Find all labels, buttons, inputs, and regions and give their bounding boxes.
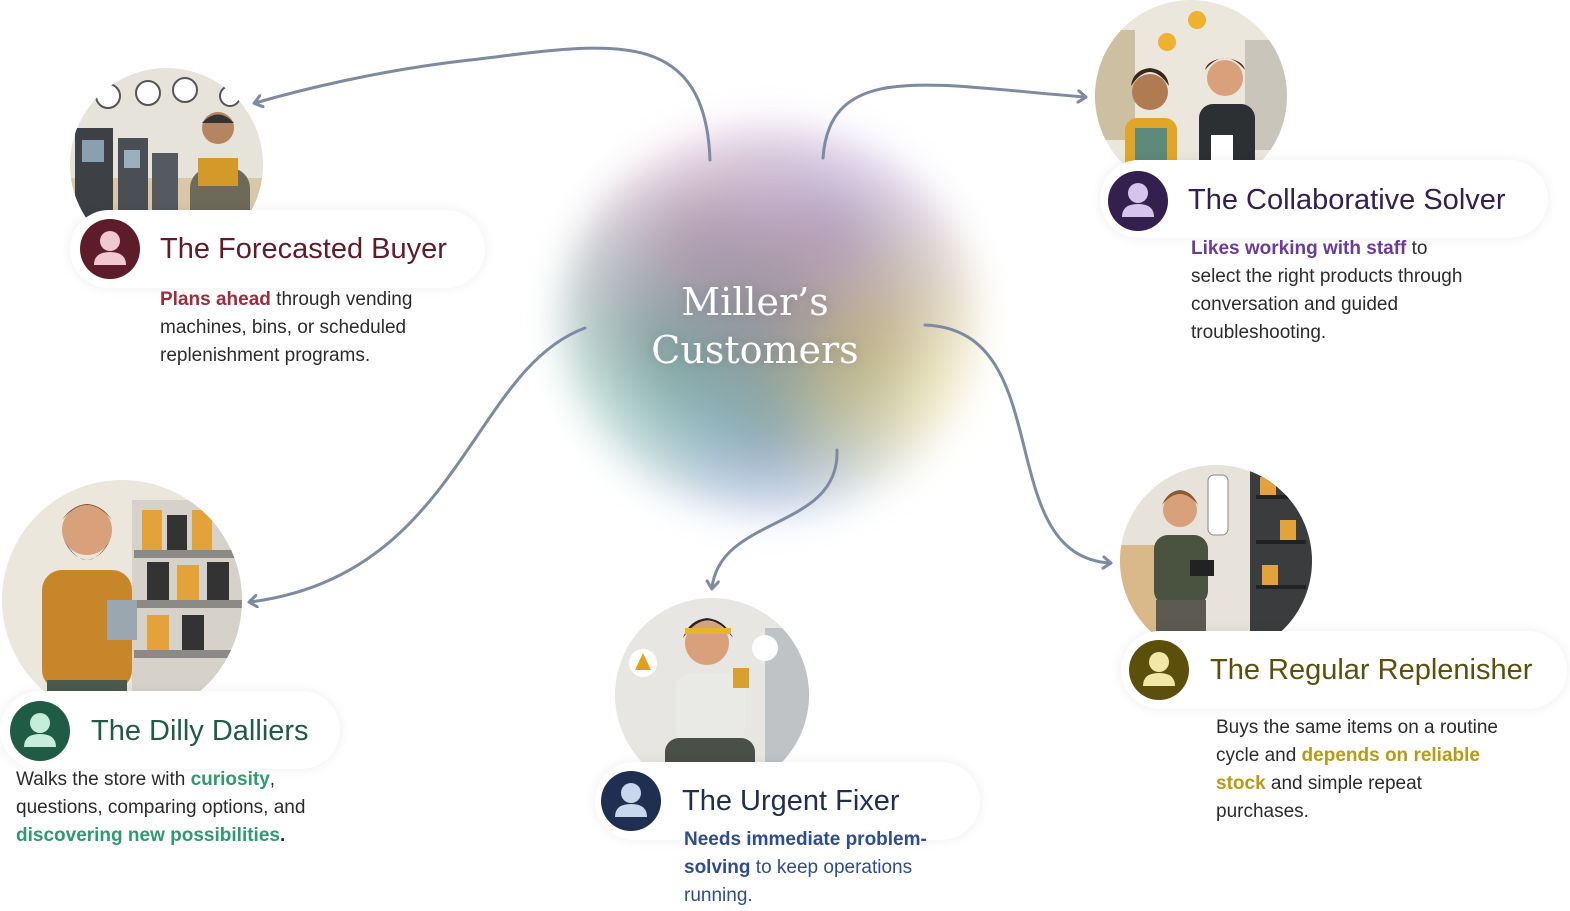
arrow-to-collaborative [821, 83, 1085, 160]
regular-replenisher-text-2: and simple repeat purchases. [1216, 773, 1422, 822]
urgent-fixer-description: Needs immediate problem-solving to keep … [684, 826, 954, 910]
regular-replenisher-highlight: depends on reliable stock [1216, 745, 1480, 794]
arrow-to-dilly [250, 326, 587, 602]
dilly-dalliers-highlight-1: curiosity [190, 769, 270, 790]
dilly-dalliers-title: The Dilly Dalliers [91, 715, 309, 747]
regular-replenisher-avatar [1129, 640, 1189, 700]
regular-replenisher-pill [1121, 631, 1567, 709]
urgent-fixer-text: to keep operations running. [684, 857, 913, 906]
collaborative-solver-highlight: Likes working with staff [1191, 238, 1407, 259]
urgent-fixer-highlight: Needs immediate problem-solving [684, 829, 927, 878]
forecasted-buyer-avatar [80, 219, 140, 279]
collaborative-solver-title: The Collaborative Solver [1188, 184, 1506, 216]
collaborative-solver-text: to select the right products through con… [1191, 238, 1463, 343]
dilly-dalliers-text-1: Walks the store with [16, 769, 191, 790]
arrow-to-forecasted [255, 46, 712, 162]
dilly-dalliers-illustration [2, 480, 242, 720]
hub-title-line1: Miller’s [681, 280, 829, 324]
arrow-to-urgent [712, 448, 839, 588]
dilly-dalliers-text-3: . [279, 825, 286, 846]
urgent-fixer-illustration [615, 598, 809, 792]
forecasted-buyer-text: through vending machines, bins, or sched… [160, 289, 413, 366]
forecasted-buyer-highlight: Plans ahead [160, 289, 271, 310]
regular-replenisher-text-1: Buys the same items on a routine cycle a… [1216, 717, 1498, 766]
hub-gradient [560, 125, 980, 515]
forecasted-buyer-description: Plans ahead through vending machines, bi… [160, 286, 460, 370]
hub-title: Miller’s Customers [610, 278, 900, 374]
collaborative-solver-description: Likes working with staff to select the r… [1191, 235, 1476, 347]
dilly-dalliers-avatar [10, 701, 70, 761]
regular-replenisher-illustration [1120, 465, 1312, 657]
regular-replenisher-description: Buys the same items on a routine cycle a… [1216, 714, 1501, 826]
urgent-fixer-title: The Urgent Fixer [682, 785, 900, 817]
forecasted-buyer-title: The Forecasted Buyer [160, 233, 447, 265]
collaborative-solver-pill [1100, 160, 1548, 238]
dilly-dalliers-highlight-2: discovering new possibilities [16, 825, 280, 846]
hub-title-line2: Customers [651, 328, 859, 372]
regular-replenisher-title: The Regular Replenisher [1210, 654, 1533, 686]
dilly-dalliers-description: Walks the store with curiosity, question… [16, 766, 316, 850]
arrow-to-regular [923, 323, 1110, 563]
dilly-dalliers-text-2: , questions, comparing options, and [16, 769, 306, 818]
urgent-fixer-avatar [601, 771, 661, 831]
collaborative-solver-avatar [1108, 171, 1168, 231]
